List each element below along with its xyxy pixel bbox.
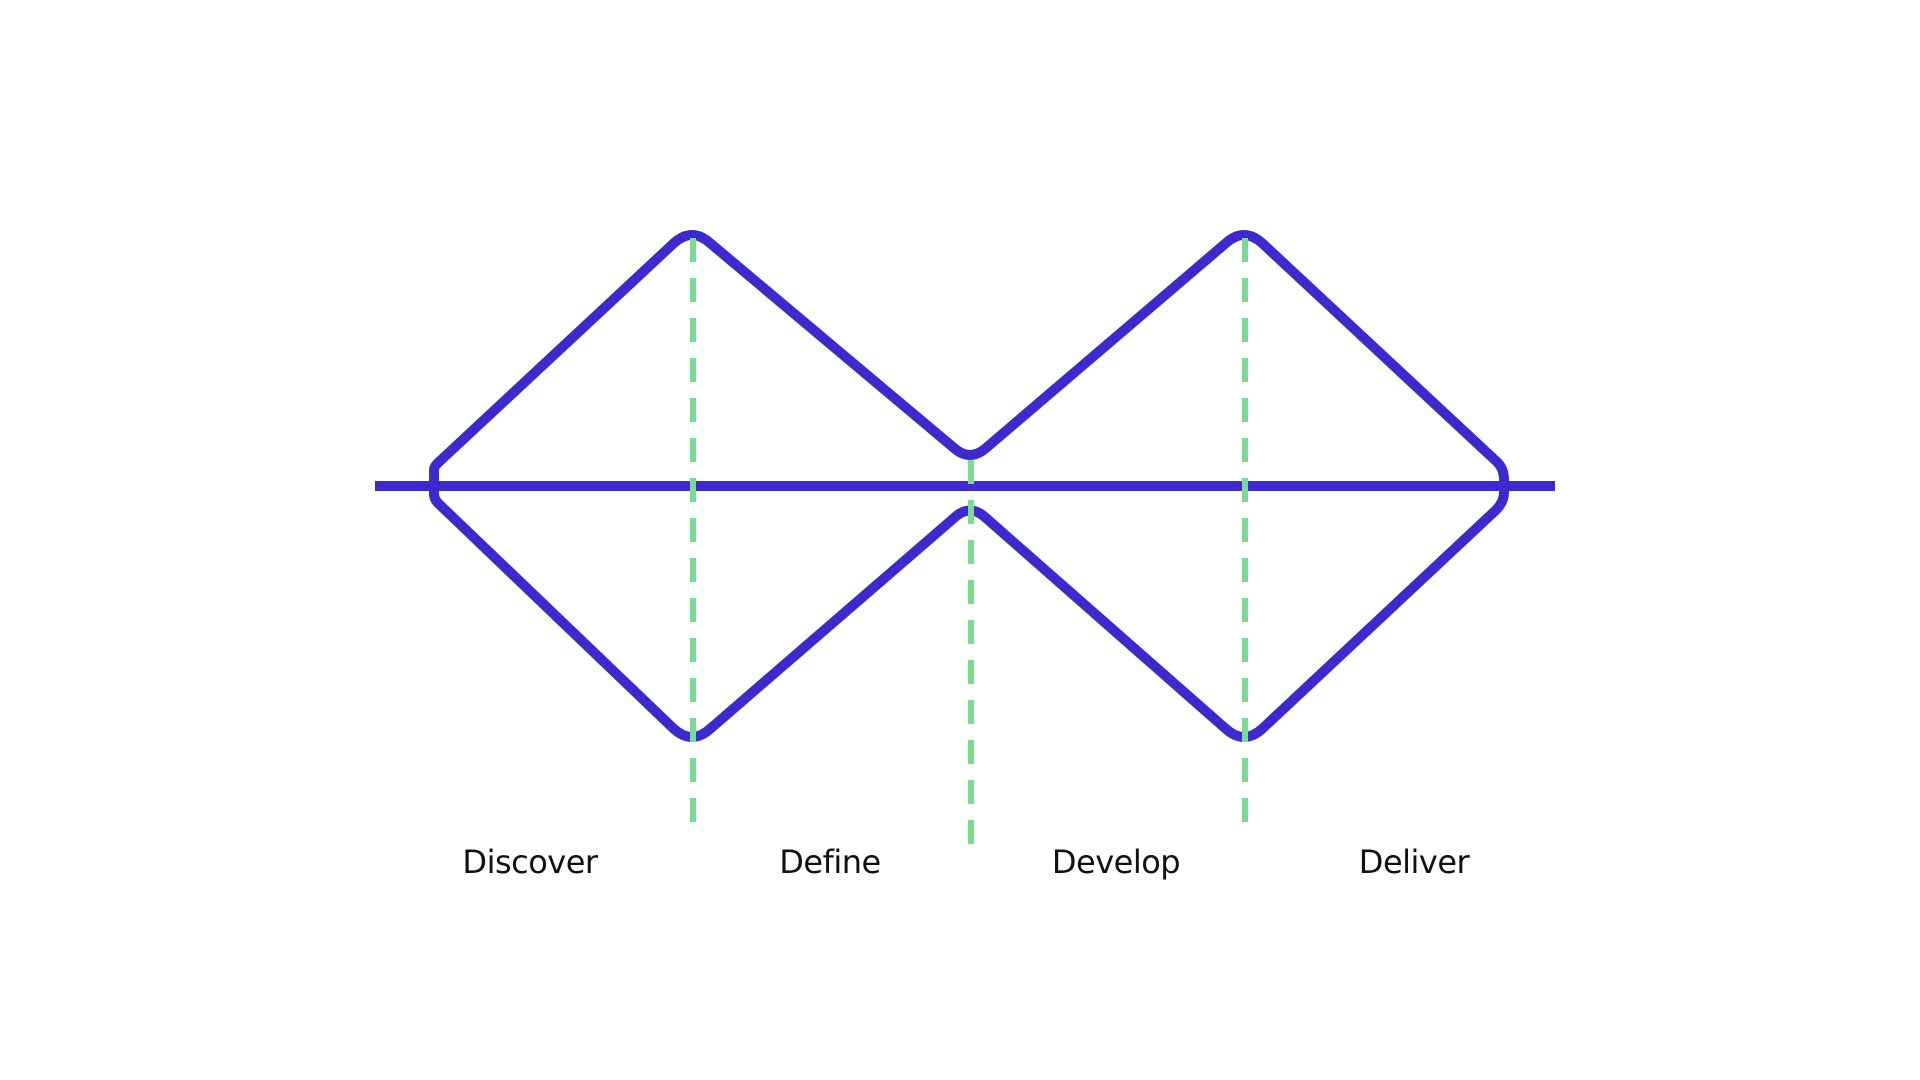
stage-label-develop: Develop [1052, 843, 1180, 881]
stage-label-deliver: Deliver [1359, 843, 1471, 881]
stage-label-define: Define [779, 843, 880, 881]
upper-wave-outline [429, 230, 1509, 490]
stage-label-discover: Discover [462, 843, 599, 881]
